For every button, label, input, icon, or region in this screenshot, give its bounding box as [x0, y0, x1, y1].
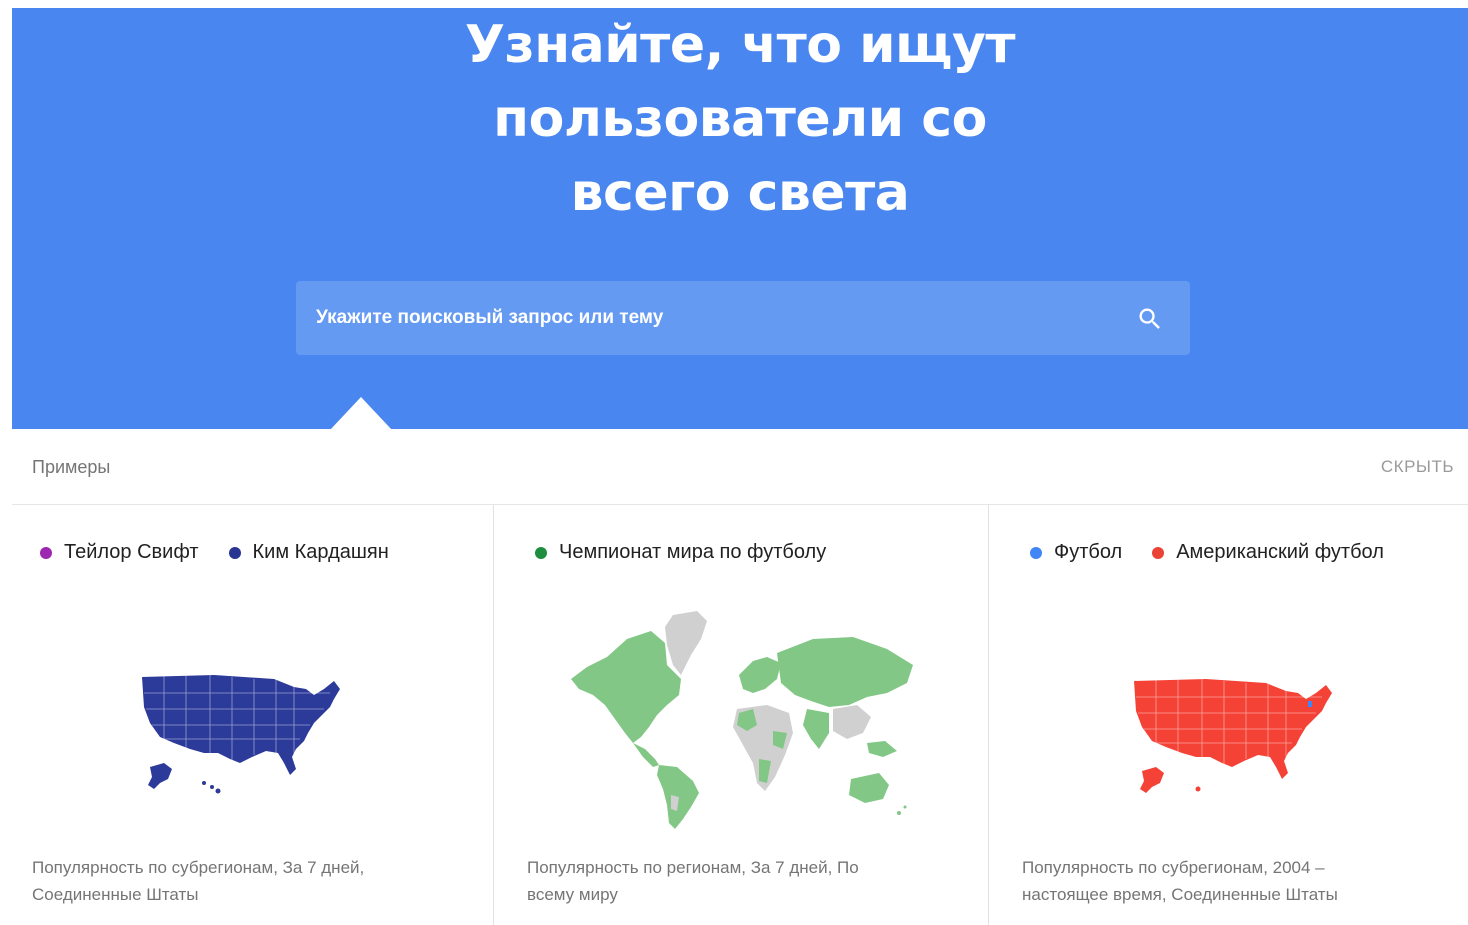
legend-item-kim-kardashian: Ким Кардашян — [228, 541, 389, 564]
us-map-red — [1134, 679, 1332, 793]
legend-dot-icon — [535, 546, 547, 559]
caption-line-1: Популярность по субрегионам, За 7 дней, — [32, 858, 365, 877]
caption-line-2: всему миру — [527, 885, 618, 904]
legend-item-world-cup: Чемпионат мира по футболу — [535, 541, 826, 564]
example-card-1[interactable]: Тейлор Свифт Ким Кардашян Популярность п… — [12, 505, 494, 925]
legend-dot-icon — [40, 546, 52, 559]
search-icon[interactable] — [1136, 305, 1164, 333]
card-caption: Популярность по субрегионам, 2004 – наст… — [1022, 854, 1442, 908]
legend-item-football: Футбол — [1030, 541, 1122, 564]
world-map-green — [571, 611, 913, 829]
example-card-2[interactable]: Чемпионат мира по футболу Популярность п… — [495, 505, 989, 925]
hide-button[interactable]: СКРЫТЬ — [1380, 457, 1454, 476]
legend-label: Чемпионат мира по футболу — [559, 541, 827, 563]
search-box[interactable] — [296, 281, 1190, 355]
card-caption: Популярность по субрегионам, За 7 дней, … — [32, 854, 452, 908]
caption-line-1: Популярность по регионам, За 7 дней, По — [527, 858, 859, 877]
card-caption: Популярность по регионам, За 7 дней, По … — [527, 854, 947, 908]
card-legend: Тейлор Свифт Ким Кардашян — [40, 541, 389, 564]
example-card-3[interactable]: Футбол Американский футбол Популярность … — [990, 505, 1468, 925]
us-map-navy — [142, 675, 340, 794]
search-input[interactable] — [316, 281, 1116, 355]
card-legend: Чемпионат мира по футболу — [535, 541, 826, 564]
legend-label: Ким Кардашян — [252, 541, 389, 563]
legend-dot-icon — [1030, 546, 1042, 559]
legend-dot-icon — [228, 546, 241, 559]
examples-pointer — [330, 397, 392, 430]
legend-item-taylor-swift: Тейлор Свифт — [40, 541, 199, 564]
hero-banner: Узнайте, что ищут пользователи со всего … — [12, 8, 1468, 429]
legend-item-american-football: Американский футбол — [1152, 541, 1384, 564]
hero-title: Узнайте, что ищут пользователи со всего … — [12, 8, 1468, 230]
legend-label: Тейлор Свифт — [64, 541, 199, 563]
legend-dot-icon — [1152, 546, 1165, 559]
hero-title-line-3: всего света — [570, 163, 910, 223]
examples-label: Примеры — [32, 457, 111, 477]
legend-label: Футбол — [1054, 541, 1123, 563]
caption-line-2: Соединенные Штаты — [32, 885, 199, 904]
hero-title-line-2: пользователи со — [493, 89, 987, 149]
legend-label: Американский футбол — [1176, 541, 1384, 563]
caption-line-2: настоящее время, Соединенные Штаты — [1022, 885, 1338, 904]
hero-title-line-1: Узнайте, что ищут — [464, 15, 1016, 75]
caption-line-1: Популярность по субрегионам, 2004 – — [1022, 858, 1325, 877]
examples-header: Примеры СКРЫТЬ — [12, 429, 1468, 505]
card-legend: Футбол Американский футбол — [1030, 541, 1384, 564]
